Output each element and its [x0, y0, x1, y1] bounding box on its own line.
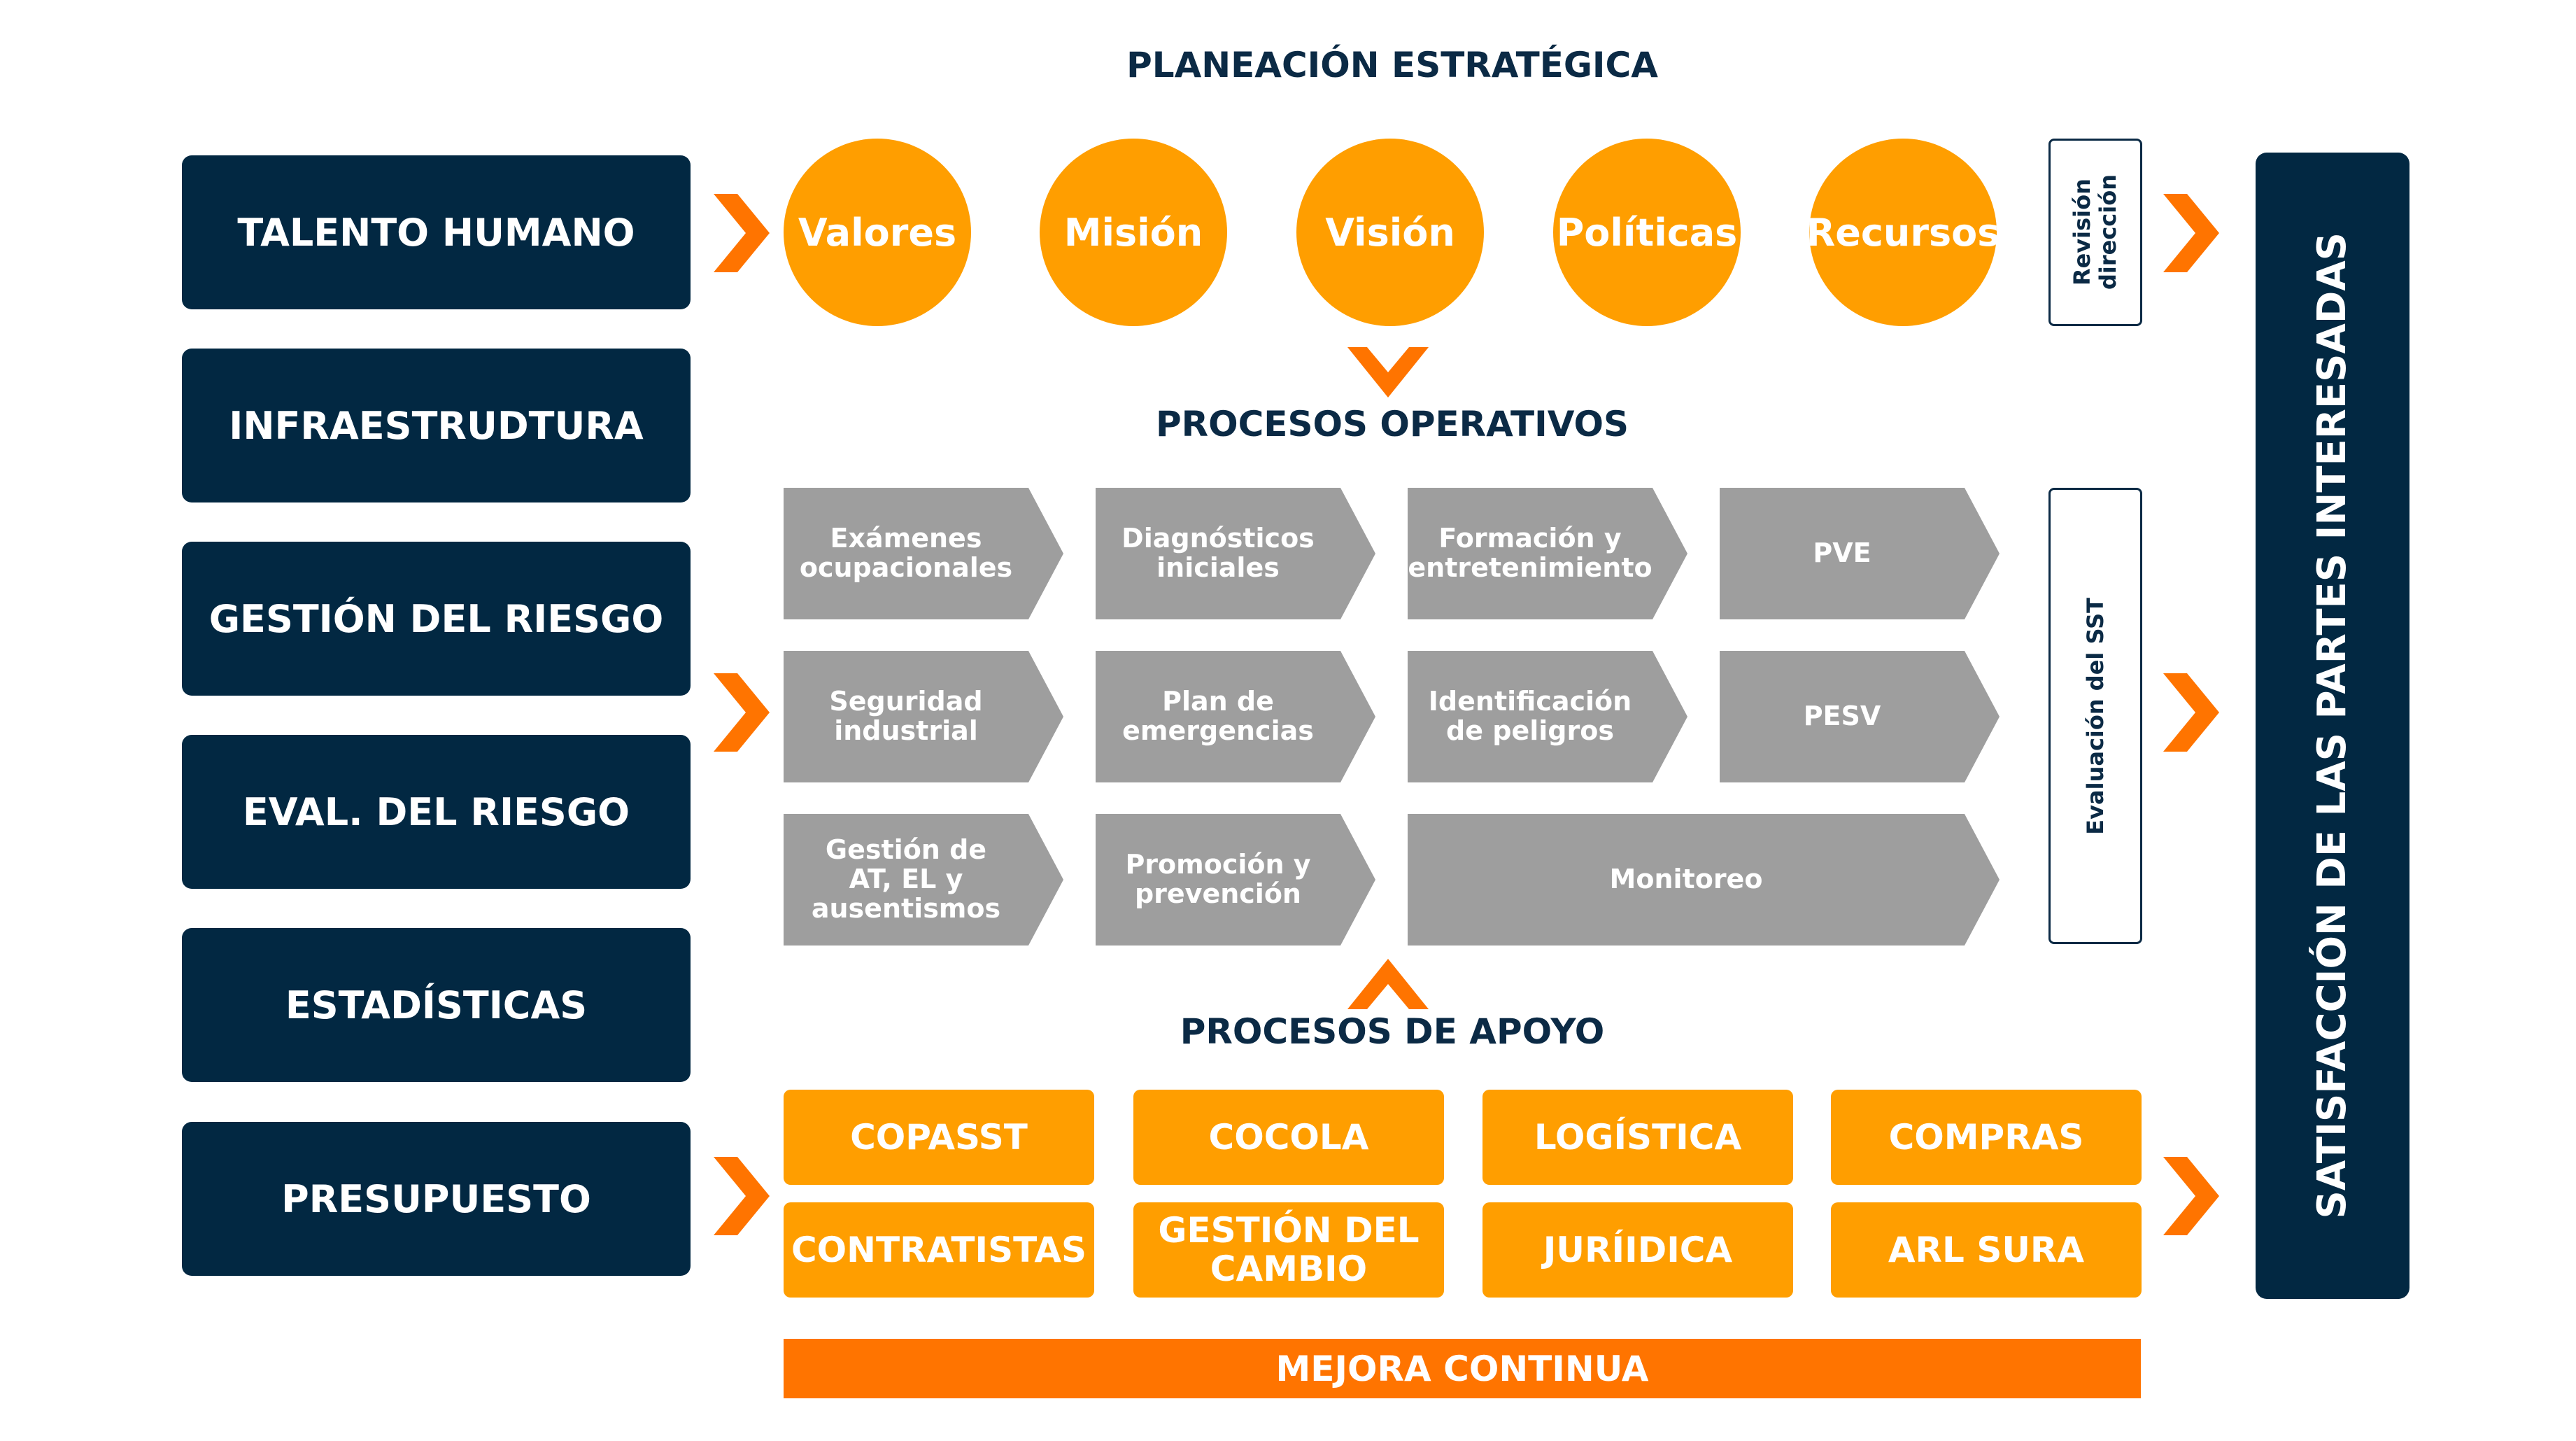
chevron-right-icon	[714, 194, 770, 272]
revision-line-1: Revisión	[2069, 178, 2096, 286]
evaluacion-sst-box: Evaluación del SST	[2048, 488, 2142, 944]
left-item-presupuesto: PRESUPUESTO	[182, 1122, 691, 1276]
left-item-estadisticas: ESTADÍSTICAS	[182, 928, 691, 1082]
support-arl-sura: ARL SURA	[1831, 1202, 2142, 1298]
operativos-heading: PROCESOS OPERATIVOS	[1155, 404, 1629, 444]
circle-mision: Misión	[1040, 139, 1227, 326]
left-item-gestion-riesgo: GESTIÓN DEL RIESGO	[182, 542, 691, 696]
proc-monitoreo: Monitoreo	[1408, 814, 2000, 946]
circle-recursos: Recursos	[1806, 139, 2000, 326]
evaluacion-sst-text: Evaluación del SST	[2081, 597, 2109, 835]
proc-pesv: PESV	[1720, 651, 2000, 782]
chevron-right-icon	[714, 1157, 770, 1235]
circle-vision: Visión	[1296, 139, 1484, 326]
revision-direccion-box: Revisión dirección	[2048, 139, 2142, 326]
planeacion-heading: PLANEACIÓN ESTRATÉGICA	[1126, 45, 1658, 85]
mejora-continua-bar: MEJORA CONTINUA	[784, 1339, 2141, 1398]
support-contratistas: CONTRATISTAS	[784, 1202, 1094, 1298]
chevron-right-icon	[2163, 673, 2219, 752]
revision-line-2: dirección	[2095, 174, 2121, 290]
support-copasst: COPASST	[784, 1090, 1094, 1185]
satisfaccion-bar: SATISFACCIÓN DE LAS PARTES INTERESADAS	[2256, 153, 2409, 1299]
circle-politicas: Políticas	[1553, 139, 1741, 326]
support-logistica: LOGÍSTICA	[1482, 1090, 1793, 1185]
chevron-up-icon	[1347, 959, 1429, 1009]
support-juridica: JURÍIDICA	[1482, 1202, 1793, 1298]
chevron-right-icon	[714, 673, 770, 752]
left-item-talento-humano: TALENTO HUMANO	[182, 155, 691, 309]
chevron-down-icon	[1347, 347, 1429, 398]
chevron-right-icon	[2163, 1157, 2219, 1235]
proc-pve: PVE	[1720, 488, 2000, 619]
circle-valores: Valores	[784, 139, 971, 326]
satisfaccion-text: SATISFACCIÓN DE LAS PARTES INTERESADAS	[2309, 232, 2355, 1219]
chevron-right-icon	[2163, 194, 2219, 272]
apoyo-heading: PROCESOS DE APOYO	[1180, 1011, 1605, 1052]
support-cocola: COCOLA	[1133, 1090, 1444, 1185]
left-item-eval-riesgo: EVAL. DEL RIESGO	[182, 735, 691, 889]
support-compras: COMPRAS	[1831, 1090, 2142, 1185]
left-item-infraestructura: INFRAESTRUDTURA	[182, 349, 691, 502]
